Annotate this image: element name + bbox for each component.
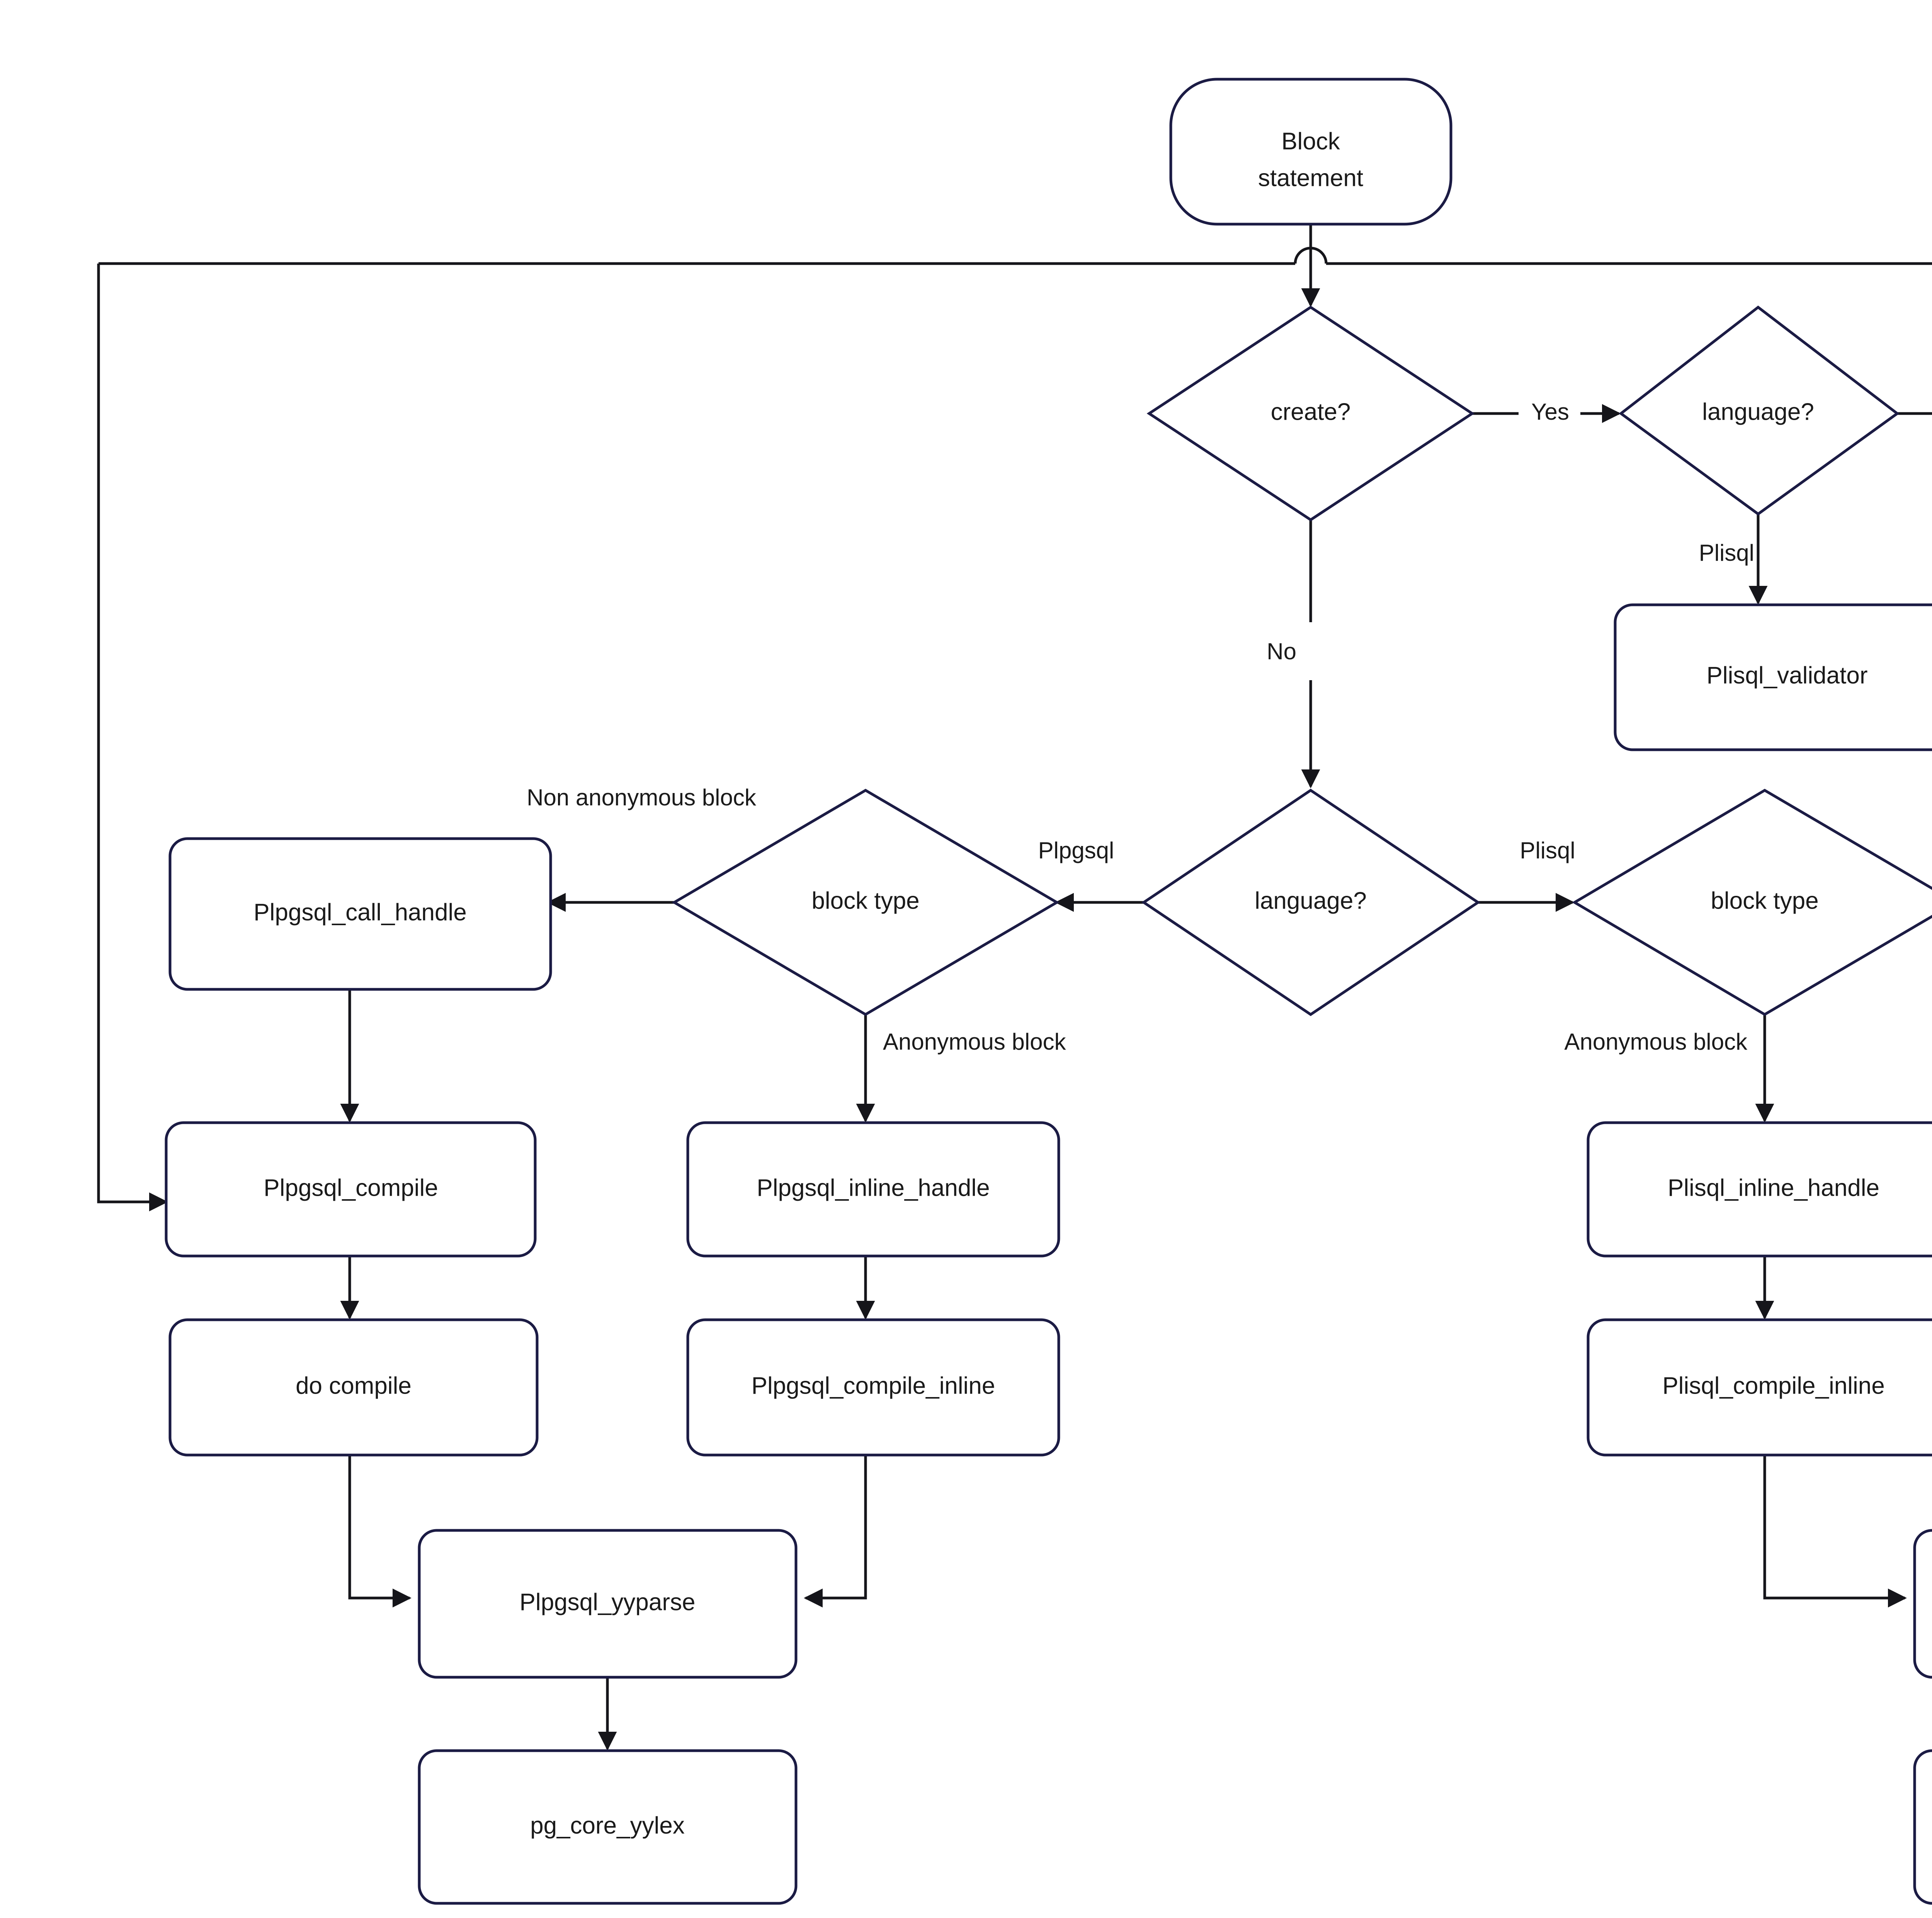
edge-label-no: No	[1267, 638, 1296, 664]
node-block-type-right[interactable]: block type	[1572, 788, 1932, 1016]
node-language-decision-mid[interactable]: language?	[1141, 788, 1481, 1016]
node-pg-core-yylex-label: pg_core_yylex	[530, 1812, 685, 1839]
node-plisql-validator-label: Plisql_validator	[1707, 662, 1868, 689]
node-block-statement-label-line2: statement	[1258, 165, 1363, 191]
edge-label-plisql-mid: Plisql	[1520, 837, 1575, 863]
edge-docompile-to-plpgsql-yyparse	[348, 1454, 412, 1608]
node-do-compile-left[interactable]: do compile	[168, 1318, 539, 1457]
node-pg-core-yylex[interactable]: pg_core_yylex	[418, 1749, 798, 1905]
node-plpgsql-compile-inline-label: Plpgsql_compile_inline	[752, 1372, 995, 1399]
edge-label-plpgsql-mid: Plpgsql	[1038, 837, 1114, 863]
edge-mid-plpgsql: Plpgsql	[1038, 837, 1144, 912]
edge-compileinline-to-plisql-yyparse	[1763, 1454, 1907, 1608]
node-language-decision-mid-label: language?	[1255, 887, 1367, 914]
edge-compileinline-to-plpgsql-yyparse	[804, 1454, 867, 1608]
node-plisql-compile-inline-label: Plisql_compile_inline	[1662, 1372, 1885, 1399]
node-plisql-validator[interactable]: Plisql_validator	[1614, 603, 1932, 751]
edge-mid-plisql: Plisql	[1478, 837, 1575, 912]
node-plpgsql-compile-inline[interactable]: Plpgsql_compile_inline	[686, 1318, 1060, 1457]
node-block-type-left[interactable]: block type	[672, 788, 1060, 1016]
node-language-decision-top-label: language?	[1702, 398, 1814, 425]
node-block-type-right-label: block type	[1711, 887, 1818, 914]
node-plisql-compile-inline[interactable]: Plisql_compile_inline	[1587, 1318, 1932, 1457]
edge-label-plisql-top: Plisql	[1699, 540, 1754, 566]
node-plpgsql-yyparse-label: Plpgsql_yyparse	[520, 1589, 696, 1615]
node-plpgsql-call-handle-label: Plpgsql_call_handle	[253, 899, 467, 926]
edge-create-yes: Yes	[1472, 399, 1621, 425]
edge-top-plpgsql: Plpgsql	[1897, 412, 1932, 415]
node-block-type-left-label: block type	[811, 887, 919, 914]
node-create-decision-label: create?	[1271, 398, 1351, 425]
edge-label-anonymous-right: Anonymous block	[1564, 1029, 1748, 1055]
node-create-decision[interactable]: create?	[1146, 305, 1475, 522]
node-plpgsql-yyparse[interactable]: Plpgsql_yyparse	[418, 1529, 798, 1679]
node-plisql-inline-handle-label: Plisql_inline_handle	[1668, 1174, 1879, 1201]
edge-left-non-anonymous: Non anonymous block	[527, 785, 757, 912]
edge-feedback-bus	[97, 247, 1932, 1212]
node-plpgsql-compile-label: Plpgsql_compile	[264, 1174, 438, 1201]
node-block-statement-label-line1: Block	[1281, 128, 1340, 155]
edge-label-anonymous-left: Anonymous block	[883, 1029, 1066, 1055]
edge-label-non-anonymous-left: Non anonymous block	[527, 785, 757, 810]
node-plpgsql-compile[interactable]: Plpgsql_compile	[165, 1121, 537, 1258]
node-do-compile-left-label: do compile	[296, 1372, 412, 1399]
edge-right-anonymous: Anonymous block	[1564, 1014, 1774, 1123]
edge-top-plisql: Plisql	[1699, 514, 1768, 605]
node-plpgsql-call-handle[interactable]: Plpgsql_call_handle	[168, 837, 552, 991]
edge-label-yes: Yes	[1531, 399, 1569, 425]
node-language-decision-top[interactable]: language?	[1619, 305, 1900, 516]
node-plisql-yyparse[interactable]: Plisql_yyparse	[1913, 1529, 1932, 1679]
node-plpgsql-inline-handle-label: Plpgsql_inline_handle	[757, 1174, 990, 1201]
node-plisql-inline-handle[interactable]: Plisql_inline_handle	[1587, 1121, 1932, 1258]
edge-left-anonymous: Anonymous block	[856, 1014, 1066, 1123]
node-block-statement[interactable]: Block statement	[1169, 78, 1452, 226]
edge-create-no: No	[1267, 520, 1320, 788]
node-ora-core-yylex[interactable]: ora_core_yylex	[1913, 1749, 1932, 1905]
node-plpgsql-inline-handle[interactable]: Plpgsql_inline_handle	[686, 1121, 1060, 1258]
